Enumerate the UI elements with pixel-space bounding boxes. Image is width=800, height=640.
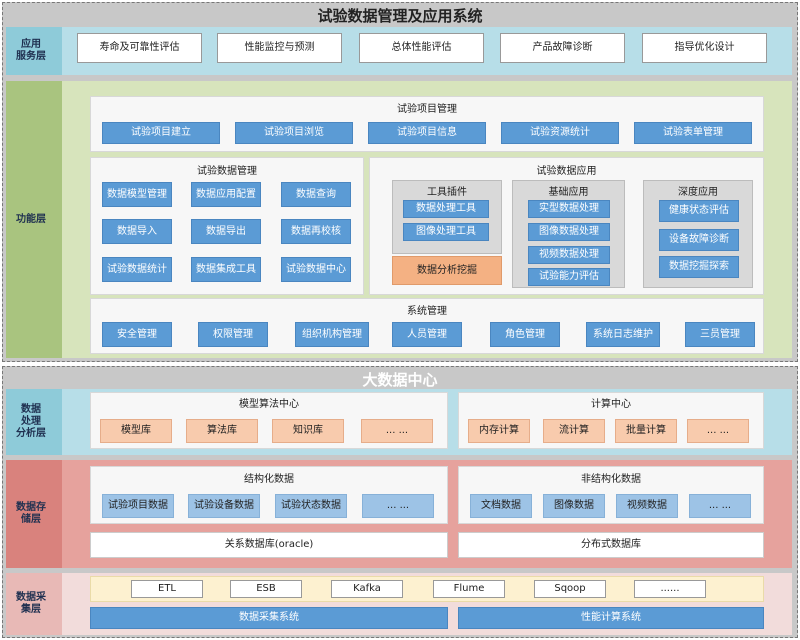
- sys-item-1[interactable]: 安全管理: [102, 322, 172, 347]
- project-item-2[interactable]: 试验项目浏览: [235, 122, 353, 144]
- data-mgmt-item-9[interactable]: 试验数据中心: [281, 257, 351, 282]
- compute-center-title: 计算中心: [591, 399, 631, 410]
- data-mgmt-item-6[interactable]: 数据再校核: [281, 219, 351, 244]
- distributed-database[interactable]: 分布式数据库: [458, 532, 764, 558]
- data-mgmt-item-7[interactable]: 试验数据统计: [102, 257, 172, 282]
- data-analysis-mining[interactable]: 数据分析挖掘: [392, 256, 502, 285]
- basic-item-4[interactable]: 试验能力评估: [528, 268, 610, 286]
- data-mgmt-title: 试验数据管理: [197, 166, 257, 177]
- top-title: 试验数据管理及应用系统: [317, 7, 483, 25]
- data-app-title: 试验数据应用: [536, 166, 597, 177]
- proc-layer-label: 数据 处理 分析层: [16, 404, 46, 439]
- deep-item-2[interactable]: 设备故障诊断: [659, 229, 739, 251]
- unstructured-item-4[interactable]: ... ...: [689, 494, 751, 518]
- unstructured-item-2[interactable]: 图像数据: [543, 494, 605, 518]
- app-item-5[interactable]: 指导优化设计: [642, 33, 767, 63]
- collect-tool-4[interactable]: Flume: [433, 580, 505, 598]
- structured-item-3[interactable]: 试验状态数据: [275, 494, 347, 518]
- sys-item-2[interactable]: 权限管理: [198, 322, 268, 347]
- app-item-1[interactable]: 寿命及可靠性评估: [77, 33, 202, 63]
- basic-app-title: 基础应用: [548, 187, 589, 198]
- collect-layer-label: 数据采 集层: [16, 592, 46, 615]
- structured-item-2[interactable]: 试验设备数据: [188, 494, 260, 518]
- unstructured-item-1[interactable]: 文档数据: [470, 494, 532, 518]
- sys-item-4[interactable]: 人员管理: [392, 322, 462, 347]
- data-mgmt-item-8[interactable]: 数据集成工具: [191, 257, 261, 282]
- basic-item-3[interactable]: 视频数据处理: [528, 246, 610, 264]
- model-item-4[interactable]: ... ...: [361, 419, 433, 443]
- app-item-3[interactable]: 总体性能评估: [359, 33, 484, 63]
- collect-tool-1[interactable]: ETL: [131, 580, 203, 598]
- sys-item-7[interactable]: 三员管理: [685, 322, 755, 347]
- unstructured-data-title: 非结构化数据: [581, 474, 641, 485]
- model-item-3[interactable]: 知识库: [272, 419, 344, 443]
- data-mgmt-item-3[interactable]: 数据查询: [281, 182, 351, 207]
- project-item-3[interactable]: 试验项目信息: [368, 122, 486, 144]
- structured-item-4[interactable]: ... ...: [362, 494, 434, 518]
- sys-item-5[interactable]: 角色管理: [490, 322, 560, 347]
- collect-tool-5[interactable]: Sqoop: [534, 580, 606, 598]
- structured-data-title: 结构化数据: [244, 474, 294, 485]
- sys-mgmt-title: 系统管理: [407, 306, 447, 317]
- data-mgmt-item-1[interactable]: 数据模型管理: [102, 182, 172, 207]
- collect-tool-6[interactable]: ......: [634, 580, 706, 598]
- collect-tool-2[interactable]: ESB: [230, 580, 302, 598]
- sys-item-3[interactable]: 组织机构管理: [295, 322, 369, 347]
- sys-item-6[interactable]: 系统日志维护: [586, 322, 660, 347]
- project-item-1[interactable]: 试验项目建立: [102, 122, 220, 144]
- model-item-2[interactable]: 算法库: [186, 419, 258, 443]
- relational-database[interactable]: 关系数据库(oracle): [90, 532, 448, 558]
- unstructured-item-3[interactable]: 视频数据: [616, 494, 678, 518]
- structured-item-1[interactable]: 试验项目数据: [102, 494, 174, 518]
- deep-item-1[interactable]: 健康状态评估: [659, 200, 739, 222]
- bottom-title: 大数据中心: [362, 371, 438, 389]
- project-item-4[interactable]: 试验资源统计: [501, 122, 619, 144]
- deep-app-title: 深度应用: [678, 187, 718, 198]
- compute-item-3[interactable]: 批量计算: [615, 419, 677, 443]
- data-mgmt-item-5[interactable]: 数据导出: [191, 219, 261, 244]
- data-mgmt-item-2[interactable]: 数据应用配置: [191, 182, 261, 207]
- performance-computing-system[interactable]: 性能计算系统: [458, 607, 764, 629]
- basic-item-1[interactable]: 实型数据处理: [528, 200, 610, 218]
- basic-item-2[interactable]: 图像数据处理: [528, 223, 610, 241]
- app-layer-label: 应用 服务层: [16, 39, 46, 62]
- compute-item-4[interactable]: ... ...: [687, 419, 749, 443]
- deep-item-3[interactable]: 数据挖掘探索: [659, 256, 739, 278]
- tool-item-1[interactable]: 数据处理工具: [403, 200, 489, 218]
- project-item-5[interactable]: 试验表单管理: [634, 122, 752, 144]
- app-item-2[interactable]: 性能监控与预测: [217, 33, 342, 63]
- compute-item-1[interactable]: 内存计算: [468, 419, 530, 443]
- model-item-1[interactable]: 模型库: [100, 419, 172, 443]
- tools-plugin-title: 工具插件: [427, 187, 467, 198]
- app-item-4[interactable]: 产品故障诊断: [500, 33, 625, 63]
- model-center-title: 模型算法中心: [239, 399, 299, 410]
- tool-item-2[interactable]: 图像处理工具: [403, 223, 489, 241]
- compute-item-2[interactable]: 流计算: [543, 419, 605, 443]
- data-collection-system[interactable]: 数据采集系统: [90, 607, 448, 629]
- func-layer-label: 功能层: [16, 213, 46, 225]
- storage-layer-label: 数据存 储层: [16, 502, 46, 525]
- collect-tool-3[interactable]: Kafka: [331, 580, 403, 598]
- data-mgmt-item-4[interactable]: 数据导入: [102, 219, 172, 244]
- project-mgmt-title: 试验项目管理: [397, 104, 457, 115]
